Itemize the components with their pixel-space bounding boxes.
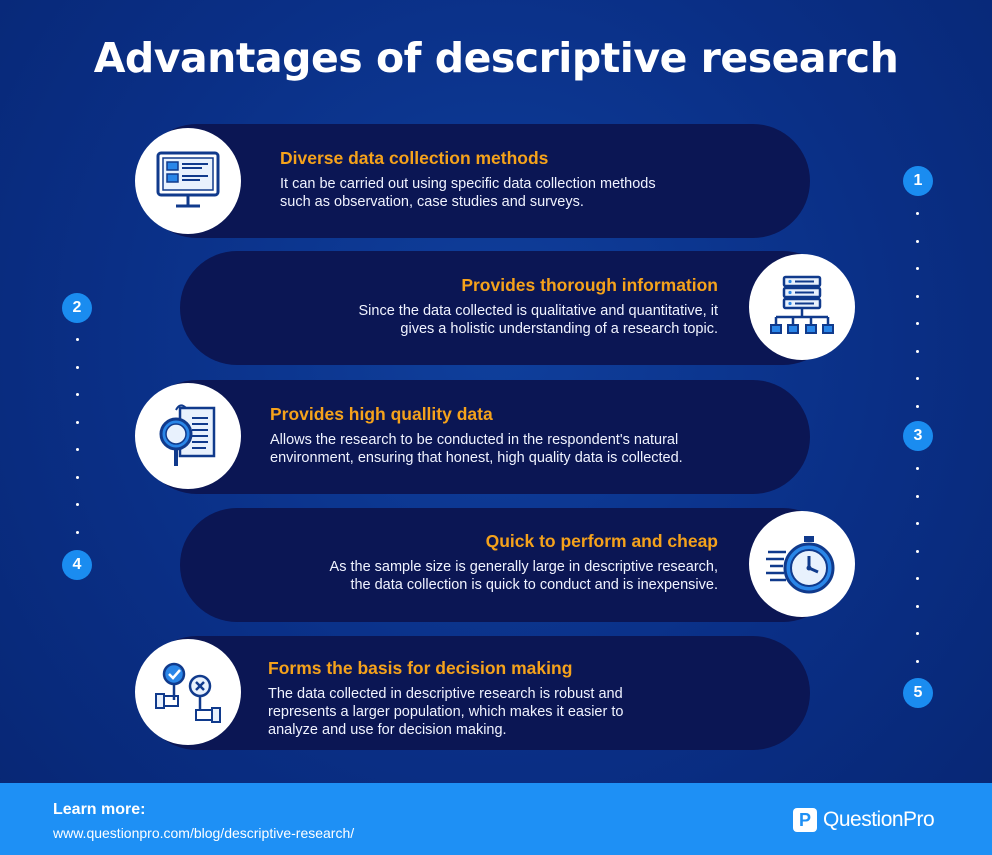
connector-dot	[916, 467, 919, 470]
step-number-3: 3	[903, 421, 933, 451]
decision-signs-icon	[135, 639, 241, 745]
description-line: the data collection is quick to conduct …	[350, 577, 718, 593]
connector-dot	[916, 522, 919, 525]
footer-bar: Learn more: www.questionpro.com/blog/des…	[0, 783, 992, 855]
fast-clock-icon	[749, 511, 855, 617]
advantage-text-5: Forms the basis for decision making The …	[268, 658, 788, 739]
connector-dot	[916, 632, 919, 635]
questionpro-logo-text: QuestionPro	[823, 808, 935, 831]
connector-dot	[916, 212, 919, 215]
advantage-description: As the sample size is generally large in…	[210, 558, 718, 594]
connector-dot	[916, 322, 919, 325]
connector-dot	[916, 659, 919, 663]
connector-dot	[76, 420, 79, 424]
connector-dot	[916, 294, 919, 298]
step-number-5: 5	[903, 678, 933, 708]
learn-more-label: Learn more:	[53, 801, 146, 818]
blog-url-link[interactable]: www.questionpro.com/blog/descriptive-res…	[53, 825, 355, 841]
connector-dot	[916, 604, 919, 608]
advantage-card-4	[180, 508, 840, 622]
page-title: Advantages of descriptive research	[93, 34, 899, 82]
computer-folders-icon	[135, 128, 241, 234]
description-line: As the sample size is generally large in…	[329, 559, 718, 575]
description-line: It can be carried out using specific dat…	[280, 176, 656, 192]
server-network-icon	[749, 254, 855, 360]
connector-dot	[916, 494, 919, 498]
connector-dot	[916, 239, 919, 243]
description-line: gives a holistic understanding of a rese…	[400, 321, 718, 337]
connector-dot	[76, 338, 79, 341]
advantage-title: Provides thorough information	[461, 275, 718, 295]
connector-dot	[916, 377, 919, 380]
connector-dot	[76, 393, 79, 396]
advantage-description: Since the data collected is qualitative …	[210, 302, 718, 338]
description-line: Allows the research to be conducted in t…	[270, 432, 679, 448]
advantage-description: The data collected in descriptive resear…	[268, 685, 788, 739]
advantage-title: Provides high quallity data	[270, 404, 493, 424]
connector-dot	[76, 365, 79, 369]
connector-dot	[916, 349, 919, 353]
advantage-text-1: Diverse data collection methods It can b…	[280, 148, 780, 211]
description-line: environment, ensuring that honest, high …	[270, 450, 683, 466]
description-line: such as observation, case studies and su…	[280, 194, 584, 210]
connector-dot	[76, 503, 79, 506]
advantage-title: Diverse data collection methods	[280, 148, 549, 168]
advantage-text-2: Provides thorough information Since the …	[210, 275, 718, 338]
advantage-card-5	[140, 636, 810, 750]
advantage-title: Quick to perform and cheap	[485, 531, 718, 551]
questionpro-logo: P QuestionPro	[793, 808, 935, 832]
description-line: represents a larger population, which ma…	[268, 704, 624, 720]
advantage-card-3	[140, 380, 810, 494]
step-number-4: 4	[62, 550, 92, 580]
advantage-description: Allows the research to be conducted in t…	[270, 431, 790, 467]
connector-dot	[76, 448, 79, 451]
connector-dot	[916, 267, 919, 270]
advantage-card-2	[180, 251, 840, 365]
step-number-2: 2	[62, 293, 92, 323]
advantage-title: Forms the basis for decision making	[268, 658, 573, 678]
connector-dot	[916, 404, 919, 408]
step-number-1: 1	[903, 166, 933, 196]
connector-dot	[76, 475, 79, 479]
connector-dot	[76, 530, 79, 534]
magnifier-document-icon	[135, 383, 241, 489]
description-line: Since the data collected is qualitative …	[358, 303, 718, 319]
connector-dot	[916, 549, 919, 553]
advantage-text-3: Provides high quallity data Allows the r…	[270, 404, 790, 467]
advantage-description: It can be carried out using specific dat…	[280, 175, 780, 211]
questionpro-logo-mark: P	[793, 808, 817, 832]
description-line: The data collected in descriptive resear…	[268, 686, 623, 702]
description-line: analyze and use for decision making.	[268, 722, 507, 738]
connector-dot	[916, 577, 919, 580]
advantage-text-4: Quick to perform and cheap As the sample…	[210, 531, 718, 594]
advantage-card-1	[140, 124, 810, 238]
